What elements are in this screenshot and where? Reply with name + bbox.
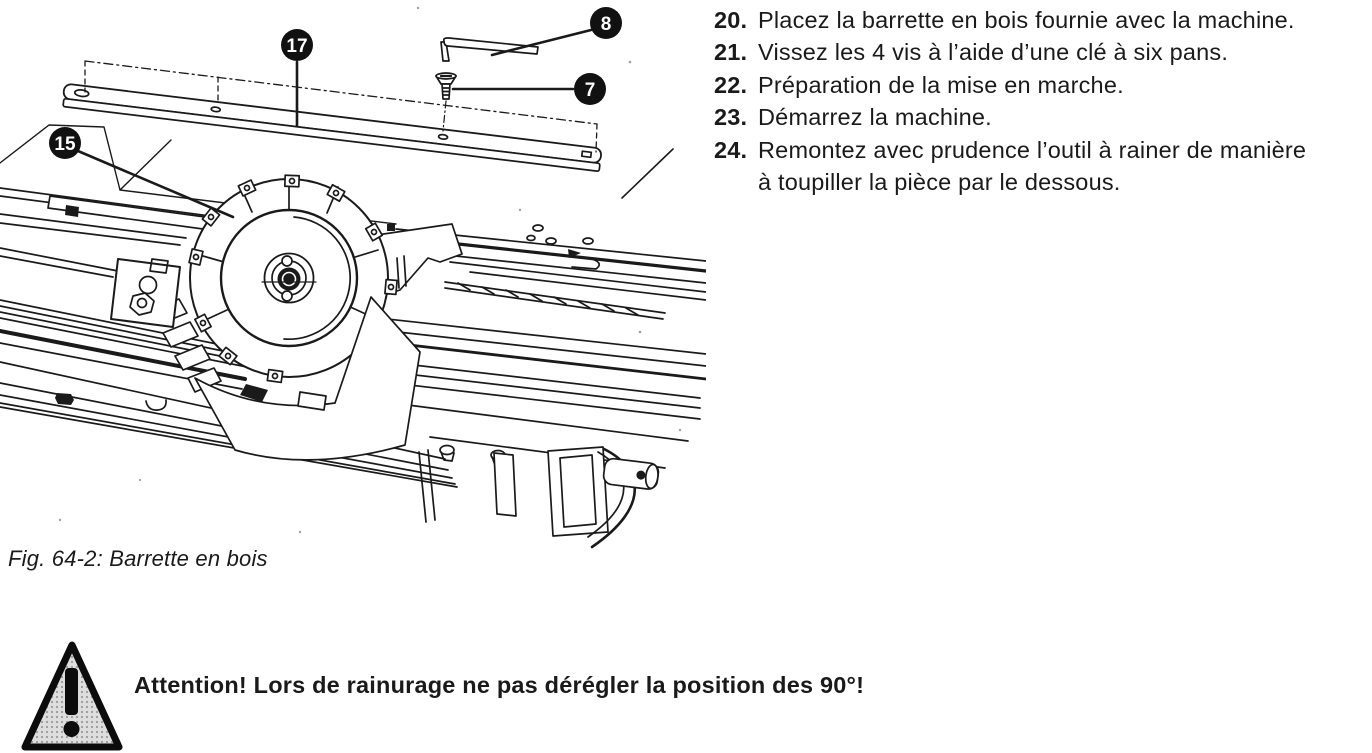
leader-line-8 xyxy=(490,28,593,57)
projection-guides xyxy=(84,60,598,153)
cutter-mount xyxy=(194,296,421,461)
svg-text:17: 17 xyxy=(286,36,307,57)
part-hex-key xyxy=(440,37,539,62)
instruction-text: Remontez avec prudence l’outil à rainer … xyxy=(758,134,1370,199)
cutter-insert-teeth xyxy=(188,174,398,384)
instruction-text-line: à toupiller la pièce par le dessous. xyxy=(758,169,1121,196)
instruction-list: 20. Placez la barrette en bois fournie a… xyxy=(714,4,1370,198)
instruction-text-line: Préparation de la mise en marche. xyxy=(758,71,1124,98)
instruction-item: 22. Préparation de la mise en marche. xyxy=(714,69,1370,101)
svg-text:7: 7 xyxy=(585,80,596,101)
leader-line-15 xyxy=(76,149,235,219)
instruction-number: 23. xyxy=(714,104,748,131)
scan-specks xyxy=(58,6,682,534)
instruction-item: 24. Remontez avec prudence l’outil à rai… xyxy=(714,134,1370,199)
warning-text: Attention! Lors de rainurage ne pas déré… xyxy=(134,672,865,698)
instruction-number: 21. xyxy=(714,39,748,66)
exclamation-dot xyxy=(63,721,80,737)
machine-upper-rails-left xyxy=(0,187,243,278)
exclamation-bar xyxy=(65,668,78,715)
instruction-item: 21. Vissez les 4 vis à l’aide d’une clé … xyxy=(714,36,1370,68)
callout-17: 17 xyxy=(281,29,313,61)
machine-lower-rails-right xyxy=(369,317,706,469)
cutter-hub xyxy=(261,252,317,304)
callout-8: 8 xyxy=(590,7,622,39)
instruction-number: 24. xyxy=(714,136,748,163)
warning-triangle-icon xyxy=(21,641,123,751)
svg-text:8: 8 xyxy=(601,14,612,35)
instruction-text-line: Remontez avec prudence l’outil à rainer … xyxy=(758,136,1307,163)
instruction-item: 20. Placez la barrette en bois fournie a… xyxy=(714,4,1370,36)
figure-caption: Fig. 64-2: Barrette en bois xyxy=(8,546,268,571)
svg-text:15: 15 xyxy=(54,134,76,155)
instruction-number: 22. xyxy=(714,71,748,98)
callout-15: 15 xyxy=(49,127,81,159)
instruction-text-line: Placez la barrette en bois fournie avec … xyxy=(758,7,1295,33)
instruction-text: Préparation de la mise en marche. xyxy=(758,69,1370,101)
table-detail xyxy=(473,224,601,270)
part-screw xyxy=(435,72,457,132)
instruction-text: Démarrez la machine. xyxy=(758,101,1370,133)
callout-7: 7 xyxy=(574,73,606,105)
instruction-text-line: Démarrez la machine. xyxy=(758,104,992,131)
grooving-cutter-assembly xyxy=(110,174,463,461)
machine-corner-assembly xyxy=(418,446,660,549)
callout-leader-lines xyxy=(76,28,593,219)
machine-hatched-rail xyxy=(444,281,666,320)
instruction-text: Vissez les 4 vis à l’aide d’une clé à si… xyxy=(758,36,1370,68)
instruction-text: Placez la barrette en bois fournie avec … xyxy=(758,4,1370,36)
instruction-number: 20. xyxy=(714,7,748,33)
clamp-block xyxy=(110,258,181,328)
figure-64-2-diagram: 17 8 7 15 xyxy=(0,6,706,549)
instruction-item: 23. Démarrez la machine. xyxy=(714,101,1370,133)
part-barrette xyxy=(62,83,602,173)
instruction-text-line: Vissez les 4 vis à l’aide d’une clé à si… xyxy=(758,39,1229,66)
callouts: 17 8 7 15 xyxy=(49,7,622,159)
